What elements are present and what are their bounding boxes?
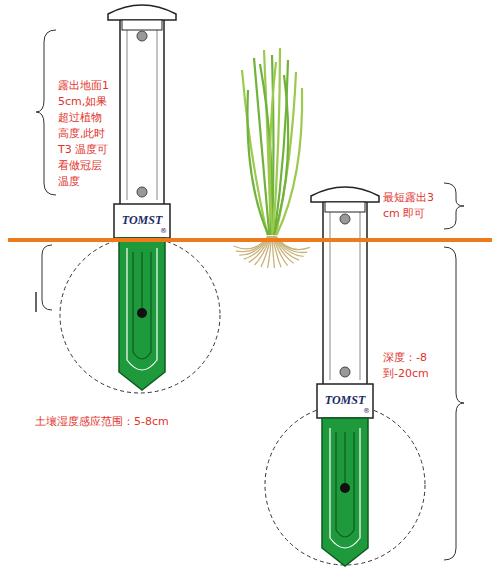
note-text: 土壤湿度感应范围：5-8cm	[35, 414, 235, 430]
mark	[35, 292, 37, 312]
sensing-range	[265, 405, 425, 565]
brand-logo: TOMST	[325, 394, 365, 406]
bracket	[42, 245, 52, 310]
sensor-probe	[108, 5, 176, 390]
registered-mark: ®	[363, 408, 370, 415]
bracket	[444, 247, 464, 560]
registered-mark: ®	[160, 228, 167, 235]
note-text: 最短露出3cm 即可	[383, 190, 437, 222]
sensor-probe	[311, 187, 379, 566]
bracket	[444, 183, 464, 229]
note-text: 露出地面15cm,如果超过植物高度,此时T3 温度可看做冠层温度	[58, 78, 110, 190]
brand-logo: TOMST	[122, 214, 162, 226]
note-text: 深度：-8到-20cm	[383, 350, 435, 382]
bracket	[36, 30, 56, 195]
sensing-range	[60, 237, 220, 393]
ground-line	[8, 238, 492, 242]
rice-plant	[233, 48, 310, 268]
